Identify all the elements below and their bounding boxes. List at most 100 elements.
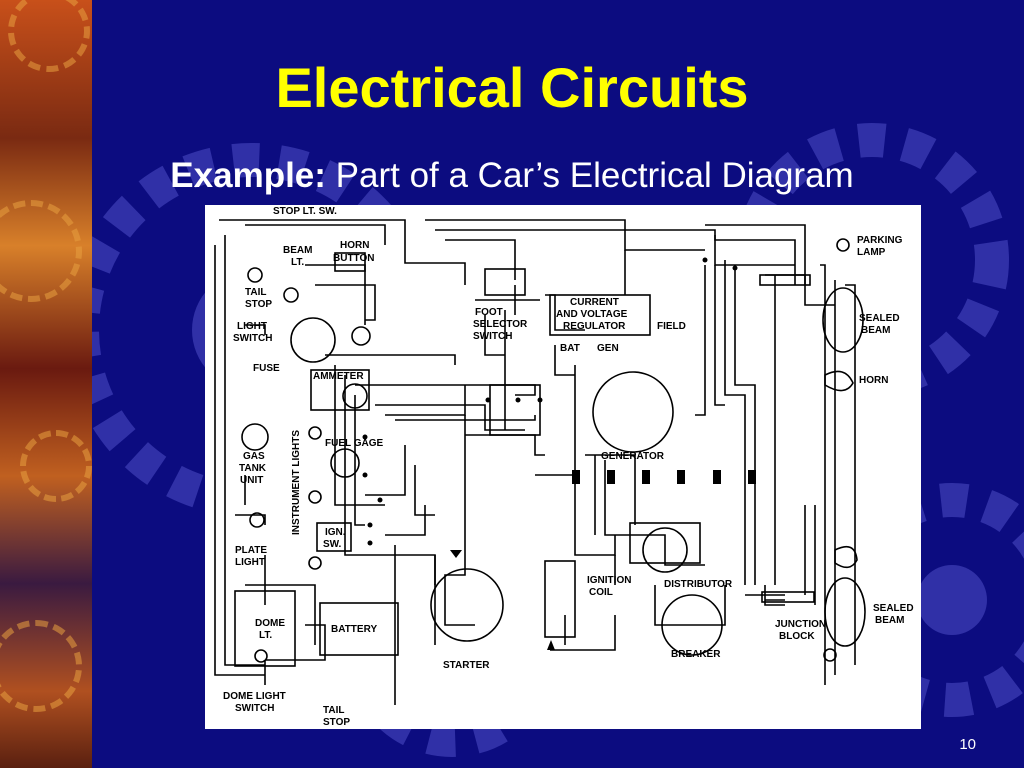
generator-icon <box>592 371 674 453</box>
horn-icon <box>824 370 854 392</box>
label-fuse: FUSE <box>253 363 280 374</box>
regulator-link-box <box>489 384 541 436</box>
label-sealed-lower: SEALED <box>873 603 914 614</box>
label-beam-upper: BEAM <box>861 325 890 336</box>
gear-icon <box>0 620 82 712</box>
label-junction: JUNCTION <box>775 619 826 630</box>
plate-lamp-icon <box>249 512 265 528</box>
fuel-gage-icon <box>330 448 360 478</box>
dome-light-box <box>234 590 296 667</box>
beam-lamp-icon <box>283 287 299 303</box>
label-horn-right: HORN <box>859 375 888 386</box>
instrument-lamp-icon <box>308 490 322 504</box>
tail-lamp-icon <box>247 267 263 283</box>
ignition-coil-box <box>544 560 576 638</box>
label-starter: STARTER <box>443 660 490 671</box>
label-ign-sw: SW. <box>323 539 342 550</box>
junction-block-upper <box>759 274 811 286</box>
label-beam-lt: LT. <box>291 257 304 268</box>
label-dome-light: DOME LIGHT <box>223 691 286 702</box>
label-block: BLOCK <box>779 631 815 642</box>
regulator-box <box>549 294 651 336</box>
label-tank: TANK <box>239 463 267 474</box>
label-selector-switch: SWITCH <box>473 331 512 342</box>
label-instrument-lights: INSTRUMENT LIGHTS <box>291 430 302 535</box>
label-battery: BATTERY <box>331 624 377 635</box>
sealed-beam-lower-icon <box>824 577 866 647</box>
label-gen: GEN <box>597 343 619 354</box>
sealed-beam-upper-icon <box>822 287 864 353</box>
label-plate: PLATE <box>235 545 267 556</box>
parking-lamp-icon <box>836 238 850 252</box>
instrument-lamp-icon <box>308 556 322 570</box>
label-tail-lower: TAIL <box>323 705 344 716</box>
label-fuel-gage: FUEL GAGE <box>325 438 383 449</box>
label-ammeter: AMMETER <box>313 371 364 382</box>
distributor-icon <box>642 527 688 573</box>
label-unit: UNIT <box>240 475 263 486</box>
label-lamp: LAMP <box>857 247 886 258</box>
breaker-icon <box>661 594 723 656</box>
horn-button-box <box>334 252 366 272</box>
label-generator: GENERATOR <box>601 451 665 462</box>
arrow-icon <box>547 640 555 650</box>
label-selector: SELECTOR <box>473 319 528 330</box>
page-subtitle: Example: Part of a Car’s Electrical Diag… <box>0 156 1024 196</box>
decorative-left-bar <box>0 0 92 768</box>
label-foot: FOOT <box>475 307 503 318</box>
label-light: LIGHT <box>237 321 267 332</box>
label-regulator: REGULATOR <box>563 321 626 332</box>
battery-box <box>319 602 399 656</box>
label-beam: BEAM <box>283 245 312 256</box>
parking-lamp-lower-icon <box>823 648 837 662</box>
label-field: FIELD <box>657 321 686 332</box>
label-ignition: IGNITION <box>587 575 631 586</box>
label-current: CURRENT <box>570 297 619 308</box>
label-breaker: BREAKER <box>671 649 721 660</box>
label-and-voltage: AND VOLTAGE <box>556 309 628 320</box>
label-distributor: DISTRIBUTOR <box>664 579 733 590</box>
instrument-lamp-icon <box>308 426 322 440</box>
junction-block-lower <box>761 591 815 603</box>
page-number: 10 <box>959 736 976 753</box>
ammeter-box <box>310 369 370 411</box>
page-title: Electrical Circuits <box>275 56 749 119</box>
gear-icon <box>0 200 82 302</box>
gear-icon <box>20 430 92 502</box>
distributor-box <box>629 522 701 564</box>
label-dome-light-switch: SWITCH <box>235 703 274 714</box>
gear-icon <box>835 483 1024 717</box>
label-parking: PARKING <box>857 235 903 246</box>
label-switch: SWITCH <box>233 333 272 344</box>
subtitle-text: Part of a Car’s Electrical Diagram <box>335 156 854 195</box>
label-bat: BAT <box>560 343 580 354</box>
arrow-icon <box>450 550 462 558</box>
label-ign: IGN. <box>325 527 346 538</box>
label-button: BUTTON <box>333 253 374 264</box>
label-sealed-upper: SEALED <box>859 313 900 324</box>
ammeter-gauge-icon <box>342 383 368 409</box>
foot-selector-switch-box <box>484 268 526 296</box>
label-stop-lt-sw: STOP LT. SW. <box>273 206 337 217</box>
label-plate-light: LIGHT <box>235 557 265 568</box>
label-gas: GAS <box>243 451 265 462</box>
label-stop: STOP <box>245 299 272 310</box>
label-tail: TAIL <box>245 287 266 298</box>
subtitle-prefix: Example: <box>170 156 326 195</box>
electrical-diagram: STOP LT. SW. BEAM LT. HORN BUTTON TAIL S… <box>205 205 921 729</box>
diagram-svg: STOP LT. SW. BEAM LT. HORN BUTTON TAIL S… <box>214 206 914 728</box>
label-dome: DOME <box>255 618 285 629</box>
label-dome-lt: LT. <box>259 630 272 641</box>
gear-icon <box>8 0 90 72</box>
gas-tank-unit-icon <box>241 423 269 451</box>
label-stop-lower: STOP <box>323 717 350 728</box>
fuse-icon <box>351 326 371 346</box>
starter-icon <box>430 568 504 642</box>
dome-lamp-icon <box>254 649 268 663</box>
light-switch-icon <box>290 317 336 363</box>
label-horn: HORN <box>340 240 369 251</box>
ignition-switch-box <box>316 522 352 552</box>
horn-lower-icon <box>834 545 858 569</box>
label-beam-lower: BEAM <box>875 615 904 626</box>
